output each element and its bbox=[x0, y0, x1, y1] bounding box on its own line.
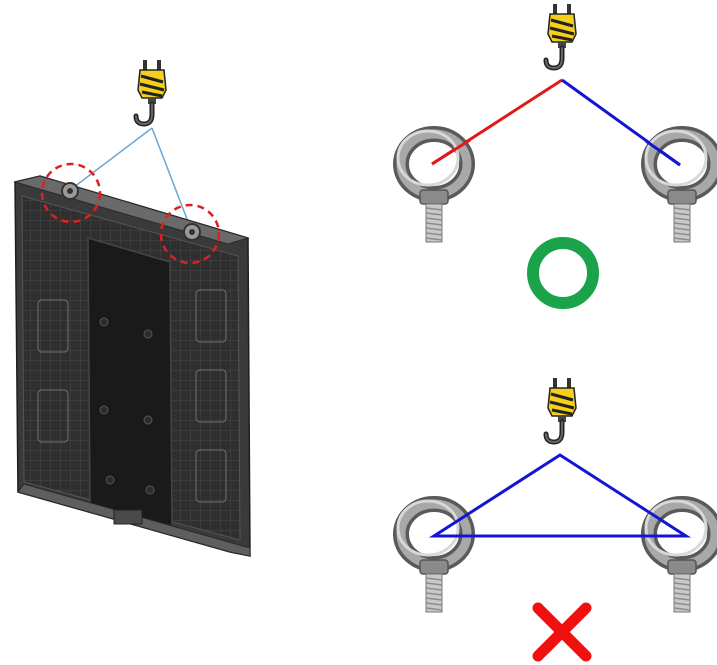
lifting-point-highlights bbox=[40, 162, 221, 265]
panel-slings bbox=[69, 127, 193, 233]
crane-hook-icon bbox=[136, 60, 166, 124]
led-panel-body bbox=[13, 175, 251, 557]
eye-bolt-icon bbox=[398, 501, 467, 612]
cross-incorrect-icon bbox=[532, 602, 592, 662]
led-panel-illustration bbox=[13, 60, 251, 557]
crane-hook-icon bbox=[546, 378, 576, 442]
correct-rigging-example bbox=[398, 4, 715, 309]
circle-correct-icon bbox=[527, 237, 599, 309]
panel-lifting-point-right bbox=[183, 223, 201, 241]
incorrect-rigging-example bbox=[398, 378, 715, 662]
panel-lifting-point-left bbox=[61, 182, 79, 200]
incorrect-sling-triangle bbox=[428, 453, 692, 538]
crane-hook-icon bbox=[546, 4, 576, 68]
